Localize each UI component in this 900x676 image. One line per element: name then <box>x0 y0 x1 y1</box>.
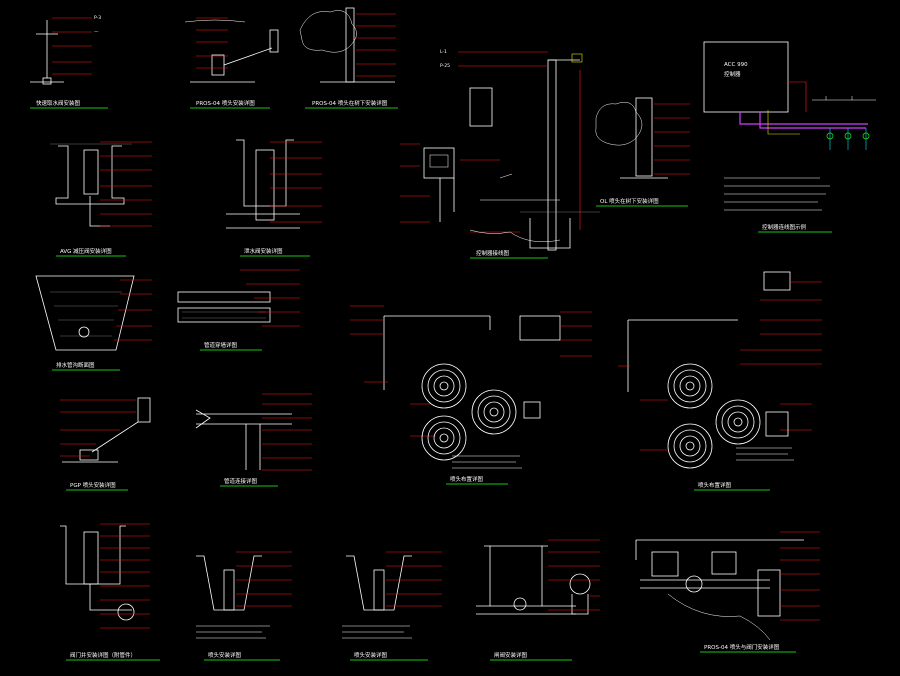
caption-pros04-valve: PROS-04 喷头与阀门安装详图 <box>704 643 780 651</box>
detail-pros04-valve: PROS-04 喷头与阀门安装详图 <box>635 531 820 653</box>
detail-pgp-arm: PGP 喷头安装详图 <box>60 397 151 491</box>
detail-nozzle-b: 喷头安装详图 <box>342 551 442 661</box>
detail-conduit: 管道穿墙详图 <box>177 269 300 351</box>
detail-ol-tree: OL 喷头在树下安装详图 <box>595 97 690 207</box>
detail-nozzle-a: 喷头安装详图 <box>196 551 292 661</box>
caption-rotor-layout-b: 喷头布置详图 <box>698 481 732 489</box>
detail-pipe-cross: 管道连接详图 <box>195 393 312 487</box>
label-p3: P-3 <box>94 15 101 21</box>
detail-rotor-layout-a: 喷头布置详图 <box>350 305 592 485</box>
caption-pros04-tree: PROS-04 喷头在树下安装详图 <box>312 99 388 107</box>
acc-controller-box <box>703 41 789 113</box>
detail-acc-system: ACC 990 控制器 控制器连线图示例 <box>703 41 876 233</box>
label-l1: L-1 <box>440 49 447 55</box>
caption-conduit-detail: 管道穿墙详图 <box>204 341 238 349</box>
caption-pipe-cross: 管道连接详图 <box>224 477 258 485</box>
caption-nozzle-b: 喷头安装详图 <box>354 651 388 659</box>
caption-ol-tree: OL 喷头在树下安装详图 <box>600 197 659 205</box>
detail-drain-valve: 泄水阀安装详图 <box>226 139 322 257</box>
caption-drain-valve: 泄水阀安装详图 <box>244 247 283 255</box>
label-p25: P-25 <box>440 63 450 69</box>
detail-quick-coupler: P-3 — 快速取水阀安装图 <box>30 15 108 109</box>
detail-rotor-layout-b: 喷头布置详图 <box>618 271 822 491</box>
caption-quick-coupler: 快速取水阀安装图 <box>36 99 81 107</box>
caption-rotor-layout-a: 喷头布置详图 <box>450 475 484 483</box>
acc-subtitle: 控制器 <box>724 70 741 78</box>
acc-model: ACC 990 <box>724 62 748 68</box>
rotor-circles-a <box>421 363 541 461</box>
detail-gravel-trench: 排水管沟断面图 <box>35 275 152 371</box>
caption-acc-system: 控制器连线图示例 <box>762 223 807 231</box>
detail-valve-box-a: 阀门井安装详图（附管件） <box>60 523 160 661</box>
detail-gate-valve: 闸阀安装详图 <box>476 539 600 661</box>
caption-controller-wiring: 控制器接线图 <box>476 249 510 257</box>
rotor-circles-b <box>667 363 789 469</box>
detail-controller-wiring: L-1 P-25 控制器接线图 <box>400 49 600 259</box>
caption-valve-box-a: 阀门井安装详图（附管件） <box>70 651 136 659</box>
svg-text:—: — <box>94 30 99 35</box>
caption-pgp-arm: PGP 喷头安装详图 <box>70 481 116 489</box>
caption-avg-valve: AVG 减压阀安装详图 <box>60 247 112 255</box>
caption-pros04-arm: PROS-04 喷头安装详图 <box>196 99 255 107</box>
caption-gate-valve: 闸阀安装详图 <box>494 651 528 659</box>
caption-nozzle-a: 喷头安装详图 <box>208 651 242 659</box>
caption-gravel-trench: 排水管沟断面图 <box>56 361 95 369</box>
detail-pros04-tree: PROS-04 喷头在树下安装详图 <box>299 7 398 109</box>
detail-avg-valve: AVG 减压阀安装详图 <box>50 141 152 257</box>
detail-pros04-arm: PROS-04 喷头安装详图 <box>184 17 279 109</box>
